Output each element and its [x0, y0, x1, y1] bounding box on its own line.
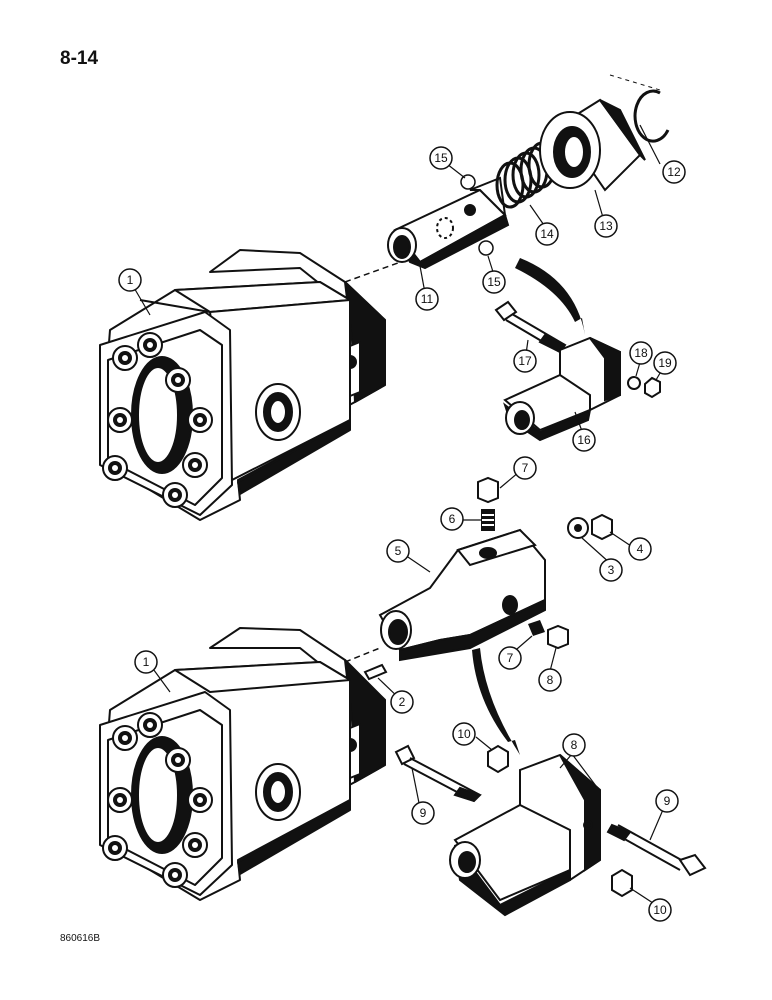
adapter-housing-8 — [449, 753, 601, 917]
callout-6 — [440, 507, 464, 531]
ball-15b — [478, 240, 494, 256]
callout-1b — [134, 650, 158, 674]
callout-bubbles — [118, 146, 686, 922]
callout-label: 1 — [143, 655, 150, 669]
callout-label: 12 — [667, 165, 681, 179]
adapter-16 — [503, 336, 621, 442]
callout-15b — [482, 270, 506, 294]
callout-8b — [562, 733, 586, 757]
arrow-upper — [515, 258, 585, 335]
callout-18 — [629, 341, 653, 365]
nut-10-upper — [487, 744, 509, 774]
callout-8a — [538, 668, 562, 692]
shaft-centerline-upper — [344, 254, 421, 283]
callout-label: 7 — [507, 651, 514, 665]
bolt-9-left — [394, 744, 482, 803]
callout-7b — [498, 646, 522, 670]
nut-19 — [644, 376, 661, 399]
callout-7a — [513, 456, 537, 480]
callout-label: 1 — [127, 273, 134, 287]
nut-4 — [591, 513, 613, 541]
callout-16 — [572, 428, 596, 452]
callout-label: 6 — [449, 512, 456, 526]
drawing-code: 860616B — [60, 933, 101, 944]
callout-13 — [594, 214, 618, 238]
callout-labels: 12 13 14 15 15 11 1 17 18 19 16 7 6 5 4 … — [127, 151, 681, 917]
callout-label: 9 — [420, 806, 427, 820]
ball-15a — [460, 174, 476, 190]
callout-label: 2 — [399, 695, 406, 709]
callout-label: 5 — [395, 544, 402, 558]
callout-label: 15 — [434, 151, 448, 165]
callout-11 — [415, 287, 439, 311]
callout-label: 16 — [577, 433, 591, 447]
callout-label: 13 — [599, 219, 613, 233]
callout-label: 7 — [522, 461, 529, 475]
nut-10-lower — [611, 868, 633, 898]
arrow-lower — [472, 648, 520, 755]
gear-pump-upper — [99, 249, 386, 521]
cup-13 — [539, 98, 646, 192]
lockwasher-18 — [627, 376, 641, 390]
callout-label: 4 — [637, 542, 644, 556]
callout-label: 17 — [518, 354, 532, 368]
callout-9b — [655, 789, 679, 813]
callout-12 — [662, 160, 686, 184]
key-2 — [363, 663, 388, 681]
callout-5 — [386, 539, 410, 563]
bolt-9-right — [606, 823, 707, 877]
callout-17 — [513, 349, 537, 373]
callout-10a — [452, 722, 476, 746]
callout-label: 10 — [653, 903, 667, 917]
callout-label: 18 — [634, 346, 648, 360]
callout-label: 3 — [608, 563, 615, 577]
nut-8-middle — [547, 624, 569, 650]
coupling-housing-5 — [378, 528, 546, 662]
nut-7-top — [477, 476, 499, 504]
callout-label: 8 — [571, 738, 578, 752]
setscrew-7-lower — [528, 620, 545, 636]
page-number: 8-14 — [60, 48, 99, 69]
coupling-sleeve-11 — [387, 176, 510, 270]
callout-label: 8 — [547, 673, 554, 687]
callout-14 — [535, 222, 559, 246]
callout-label: 11 — [421, 292, 434, 306]
bolt-17 — [494, 300, 567, 354]
callout-label: 15 — [487, 275, 501, 289]
callout-4 — [628, 537, 652, 561]
callout-9a — [411, 801, 435, 825]
callout-label: 19 — [658, 356, 672, 370]
spring-14 — [495, 141, 557, 209]
callout-label: 10 — [457, 727, 471, 741]
callout-3 — [599, 558, 623, 582]
callout-1a — [118, 268, 142, 292]
callout-10b — [648, 898, 672, 922]
callout-label: 14 — [540, 227, 554, 241]
callout-15a — [429, 146, 453, 170]
callout-19 — [653, 351, 677, 375]
callout-2 — [390, 690, 414, 714]
callout-label: 9 — [664, 794, 671, 808]
setscrew-6 — [481, 509, 495, 531]
snap-ring-12 — [633, 89, 670, 143]
